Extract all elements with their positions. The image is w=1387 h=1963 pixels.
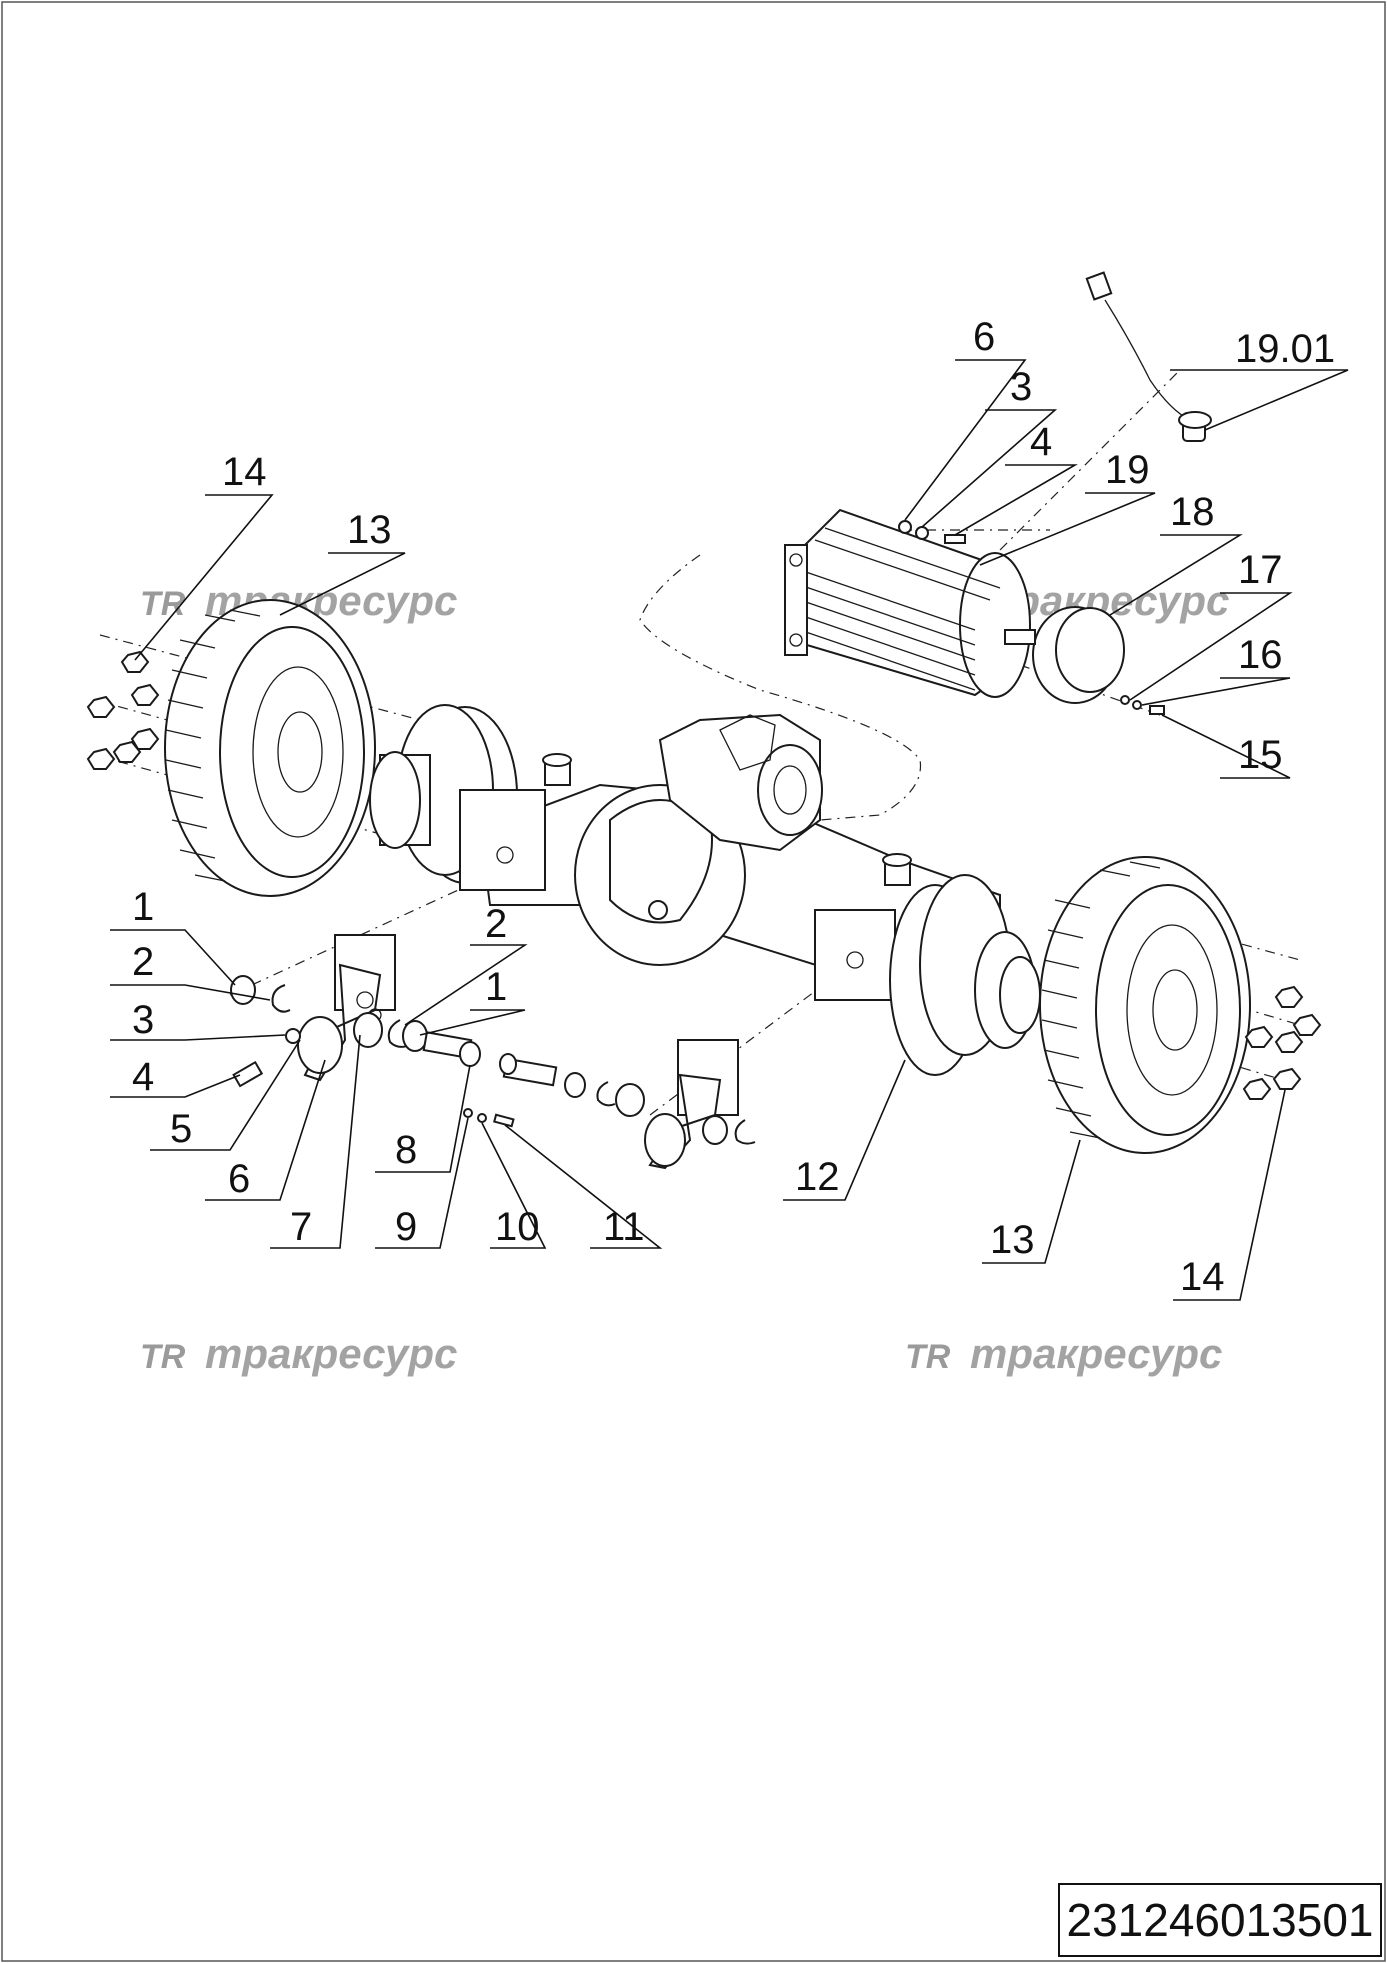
label-4-top: 4 [1030, 420, 1052, 464]
svg-text:тракресурс: тракресурс [970, 1330, 1222, 1377]
leader-lines [110, 359, 1349, 1301]
watermark-bottom-right: TR тракресурс [905, 1330, 1222, 1377]
motor [784, 508, 1165, 715]
label-4-left: 4 [132, 1055, 154, 1099]
svg-text:TR: TR [140, 585, 186, 623]
label-12: 12 [795, 1155, 840, 1199]
label-3-left: 3 [132, 998, 154, 1042]
right-knuckle-assembly [564, 1039, 756, 1170]
label-6-left: 6 [228, 1157, 250, 1201]
right-hub [889, 874, 1041, 1076]
left-knuckle-assembly [297, 934, 396, 1082]
right-wheel-nuts [1242, 985, 1322, 1100]
label-3-top: 3 [1010, 365, 1032, 409]
label-10: 10 [495, 1205, 540, 1249]
label-13-top: 13 [347, 508, 392, 552]
label-13-bottom: 13 [990, 1218, 1035, 1262]
label-14-top: 14 [222, 450, 267, 494]
label-1-left: 1 [132, 885, 154, 929]
pins [422, 1031, 558, 1128]
left-wheel [164, 599, 376, 897]
label-2-left: 2 [132, 940, 154, 984]
label-17: 17 [1238, 548, 1283, 592]
label-5: 5 [170, 1107, 192, 1151]
label-14-bottom: 14 [1180, 1255, 1225, 1299]
label-11: 11 [603, 1205, 645, 1249]
label-2-center: 2 [485, 902, 507, 946]
speed-sensor [1085, 271, 1212, 442]
svg-text:тракресурс: тракресурс [205, 1330, 457, 1377]
drawing-code: 231246013501 [1066, 1894, 1374, 1946]
label-18: 18 [1170, 490, 1215, 534]
label-19: 19 [1105, 448, 1150, 492]
gearbox [658, 713, 823, 852]
svg-text:TR: TR [905, 1338, 951, 1376]
left-wheel-nuts [86, 650, 160, 770]
label-19-01: 19.01 [1235, 327, 1335, 371]
watermark-bottom-left: TR тракресурс [140, 1330, 457, 1377]
label-8: 8 [395, 1128, 417, 1172]
right-wheel [1039, 856, 1251, 1154]
label-15: 15 [1238, 733, 1283, 777]
part-labels: 1 2 3 4 5 6 7 8 9 10 11 12 13 14 14 13 2… [132, 315, 1335, 1299]
label-7: 7 [290, 1205, 312, 1249]
label-16: 16 [1238, 633, 1283, 677]
drawing-code-box: 231246013501 [1058, 1883, 1382, 1957]
label-6-top: 6 [973, 315, 995, 359]
svg-text:TR: TR [140, 1338, 186, 1376]
left-small-parts [230, 975, 428, 1088]
label-9: 9 [395, 1205, 417, 1249]
label-1-center: 1 [485, 965, 507, 1009]
